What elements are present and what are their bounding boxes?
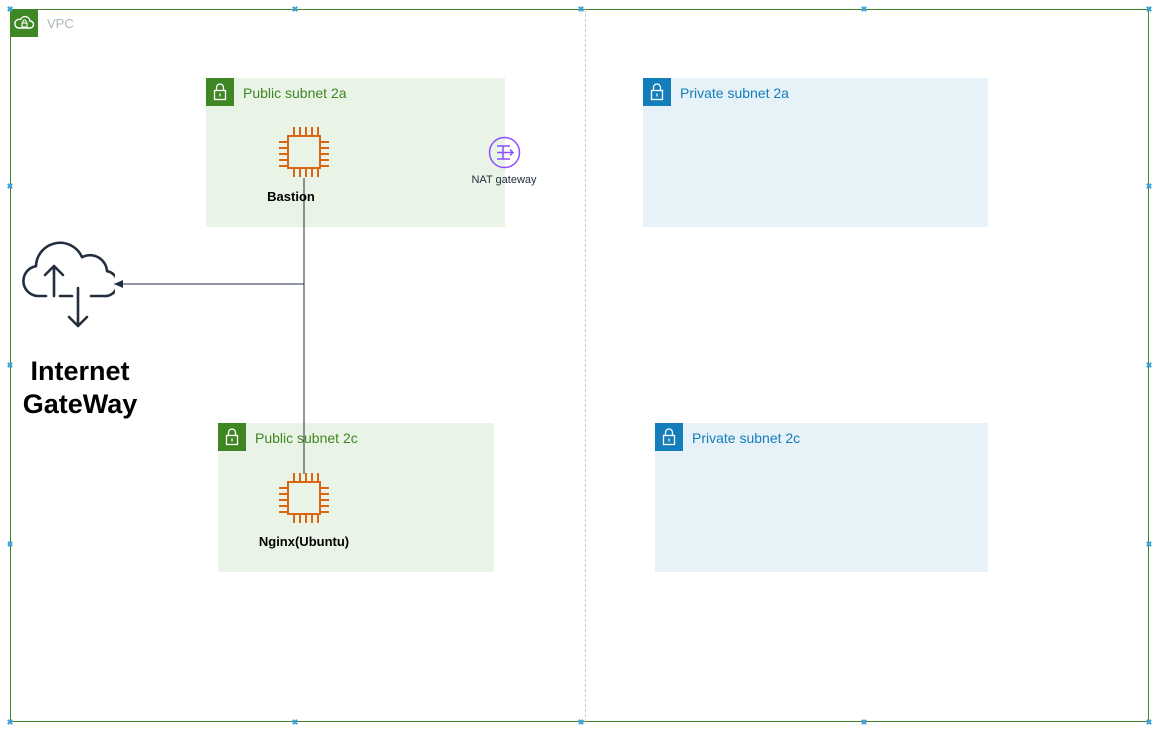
private-subnet-2c[interactable]: Private subnet 2c — [655, 423, 988, 572]
resize-handle[interactable] — [1146, 719, 1152, 725]
resize-handle[interactable] — [861, 719, 867, 725]
cloud-lock-icon — [10, 9, 38, 37]
resize-handle[interactable] — [1146, 183, 1152, 189]
ec2-instance-icon[interactable] — [276, 470, 332, 526]
public-subnet-2a[interactable]: Public subnet 2a — [206, 78, 505, 227]
public-subnet-2c[interactable]: Public subnet 2c — [218, 423, 494, 572]
private-subnet-2a[interactable]: Private subnet 2a — [643, 78, 988, 227]
resize-handle[interactable] — [1146, 6, 1152, 12]
ec2-instance-icon[interactable] — [276, 124, 332, 180]
resize-handle[interactable] — [1146, 362, 1152, 368]
resize-handle[interactable] — [7, 719, 13, 725]
lock-icon — [206, 78, 234, 106]
internet-gateway-label: Internet GateWay — [22, 356, 138, 419]
resize-handle[interactable] — [7, 183, 13, 189]
lock-icon — [655, 423, 683, 451]
az-divider — [585, 9, 586, 722]
resize-handle[interactable] — [7, 362, 13, 368]
nat-gateway-icon[interactable] — [488, 136, 521, 169]
subnet-label: Private subnet 2c — [692, 430, 801, 446]
internet-gateway-cloud-icon[interactable] — [20, 238, 119, 330]
lock-icon — [218, 423, 246, 451]
vpc-label: VPC — [47, 16, 74, 31]
resize-handle[interactable] — [7, 6, 13, 12]
subnet-label: Private subnet 2a — [680, 85, 789, 101]
resize-handle[interactable] — [292, 719, 298, 725]
resize-handle[interactable] — [1146, 541, 1152, 547]
subnet-label: Public subnet 2a — [243, 85, 347, 101]
resize-handle[interactable] — [7, 541, 13, 547]
nat-gateway-label: NAT gateway — [471, 174, 537, 186]
nginx-label: Nginx(Ubuntu) — [258, 534, 350, 549]
bastion-label: Bastion — [267, 189, 315, 204]
subnet-label: Public subnet 2c — [255, 430, 358, 446]
resize-handle[interactable] — [578, 719, 584, 725]
resize-handle[interactable] — [292, 6, 298, 12]
resize-handle[interactable] — [578, 6, 584, 12]
lock-icon — [643, 78, 671, 106]
resize-handle[interactable] — [861, 6, 867, 12]
